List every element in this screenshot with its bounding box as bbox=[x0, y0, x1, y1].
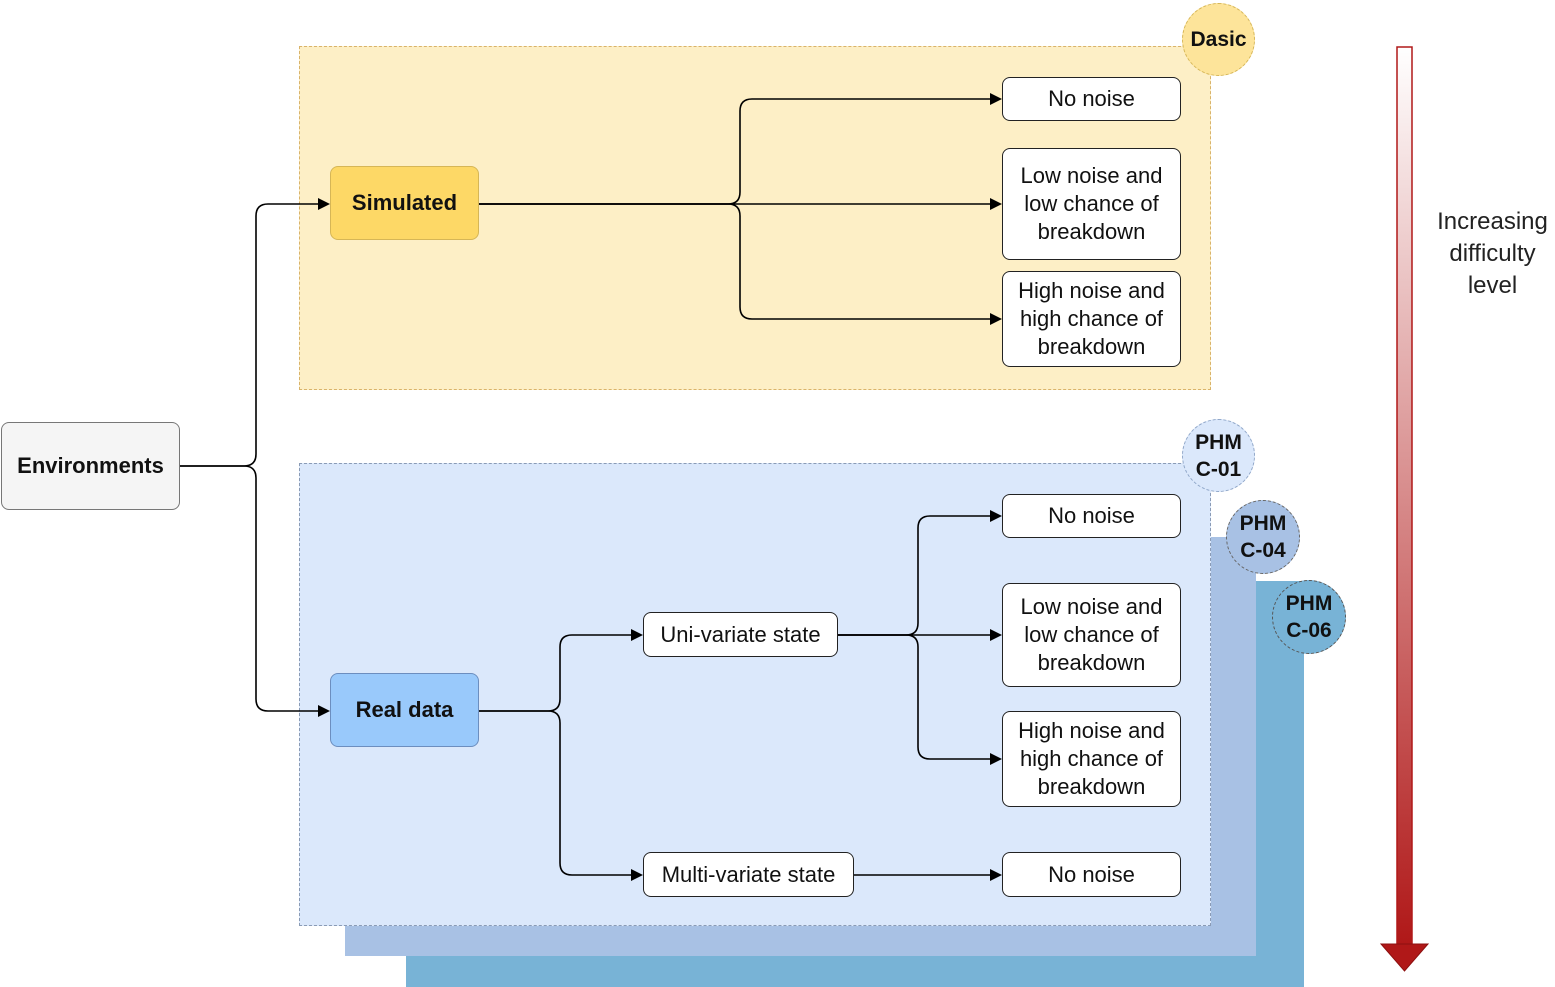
edge-real-multi bbox=[479, 710, 643, 881]
node-real-data: Real data bbox=[330, 673, 479, 747]
badge-phm-c04: PHM C-04 bbox=[1226, 500, 1300, 574]
edge-uni-3 bbox=[838, 634, 1002, 765]
uni-option-no-noise: No noise bbox=[1002, 494, 1181, 538]
node-environments: Environments bbox=[1, 422, 180, 510]
badge-dasic: Dasic bbox=[1182, 3, 1255, 76]
sim-option-no-noise: No noise bbox=[1002, 77, 1181, 121]
edge-root-real bbox=[180, 465, 330, 717]
uni-option-high-noise: High noise and high chance of breakdown bbox=[1002, 711, 1181, 807]
badge-phm-c01: PHM C-01 bbox=[1182, 419, 1255, 492]
edge-real-uni bbox=[479, 629, 643, 712]
edge-root-simulated bbox=[180, 198, 330, 467]
uni-option-low-noise: Low noise and low chance of breakdown bbox=[1002, 583, 1181, 687]
difficulty-label: Increasing difficulty level bbox=[1437, 208, 1548, 299]
edge-sim-3 bbox=[479, 203, 1002, 325]
node-multi-variate: Multi-variate state bbox=[643, 852, 854, 897]
edge-uni-1 bbox=[838, 510, 1002, 636]
node-simulated: Simulated bbox=[330, 166, 479, 240]
sim-option-high-noise: High noise and high chance of breakdown bbox=[1002, 271, 1181, 367]
node-uni-variate: Uni-variate state bbox=[643, 612, 838, 657]
badge-phm-c06: PHM C-06 bbox=[1272, 580, 1346, 654]
edge-sim-1 bbox=[479, 93, 1002, 205]
multi-option-no-noise: No noise bbox=[1002, 852, 1181, 897]
sim-option-low-noise: Low noise and low chance of breakdown bbox=[1002, 148, 1181, 260]
difficulty-arrow bbox=[1379, 46, 1430, 972]
